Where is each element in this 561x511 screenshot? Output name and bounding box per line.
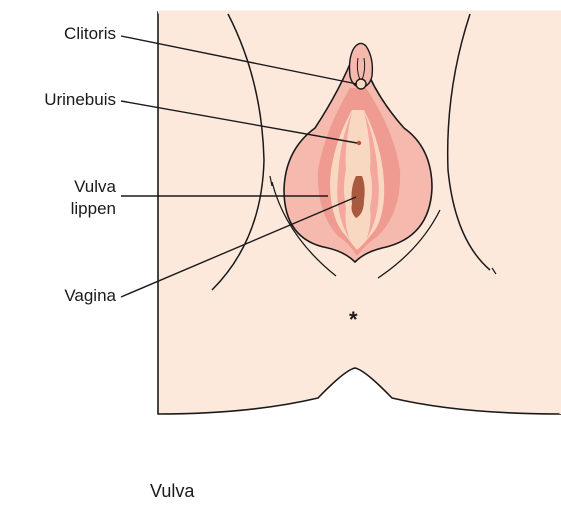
- label-clitoris: Clitoris: [36, 24, 116, 44]
- clitoris-glans: [356, 79, 366, 89]
- asterisk-mark: *: [349, 307, 358, 332]
- figure-caption: Vulva: [150, 481, 194, 502]
- anus-marker: *: [349, 307, 358, 332]
- label-vulva-lippen-line2: lippen: [36, 199, 116, 219]
- label-vulva-lippen-line1: Vulva: [36, 177, 116, 197]
- label-urinebuis: Urinebuis: [16, 90, 116, 110]
- urethral-opening: [357, 141, 361, 145]
- label-vagina: Vagina: [36, 286, 116, 306]
